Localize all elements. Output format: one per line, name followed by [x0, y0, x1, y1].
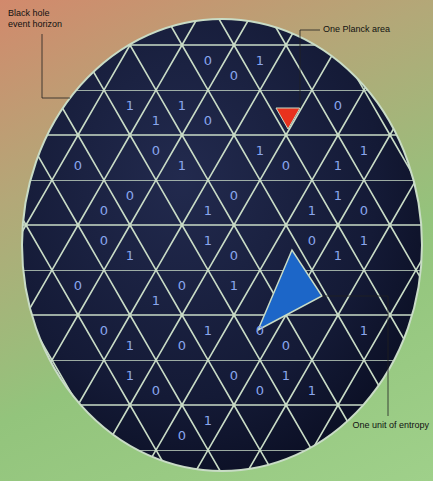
bit-digit: 0	[178, 279, 186, 292]
bit-digit: 1	[360, 234, 368, 247]
bit-digit: 1	[256, 54, 264, 67]
bit-digit: 1	[204, 204, 212, 217]
bit-digit: 1	[126, 339, 134, 352]
bit-digit: 0	[152, 144, 160, 157]
bit-digit: 1	[334, 159, 342, 172]
bit-digit: 0	[230, 249, 238, 262]
bit-digit: 1	[360, 324, 368, 337]
bit-digit: 0	[282, 159, 290, 172]
bit-digit: 1	[282, 369, 290, 382]
bit-digit: 1	[126, 369, 134, 382]
bit-digit: 0	[256, 384, 264, 397]
bit-digit: 0	[100, 204, 108, 217]
bit-digit: 0	[308, 234, 316, 247]
bit-digit: 1	[178, 99, 186, 112]
bit-digit: 1	[126, 99, 134, 112]
bit-digit: 1	[230, 279, 238, 292]
bit-digit: 1	[204, 414, 212, 427]
bit-digit: 1	[126, 249, 134, 262]
bit-digit: 1	[308, 204, 316, 217]
leader-line	[300, 30, 320, 108]
bit-digit: 0	[230, 369, 238, 382]
callout-label: One Planck area	[323, 24, 390, 35]
entropy-triangle	[258, 250, 322, 330]
bit-digit: 1	[204, 324, 212, 337]
bit-digit: 1	[204, 234, 212, 247]
bit-digit: 0	[126, 189, 134, 202]
leader-line	[322, 296, 388, 416]
bit-digit: 0	[204, 114, 212, 127]
bit-digit: 0	[360, 204, 368, 217]
bit-digit: 1	[152, 114, 160, 127]
bit-digit: 1	[360, 144, 368, 157]
bit-digit: 0	[282, 339, 290, 352]
bit-digit: 1	[334, 189, 342, 202]
bit-digit: 0	[178, 429, 186, 442]
bit-digit: 1	[256, 144, 264, 157]
bit-digit: 0	[334, 99, 342, 112]
bit-digit: 0	[74, 159, 82, 172]
bit-digit: 0	[74, 279, 82, 292]
bit-digit: 1	[308, 384, 316, 397]
horizon-outline	[22, 19, 422, 471]
bit-digit: 1	[178, 159, 186, 172]
bit-digit: 0	[204, 54, 212, 67]
bit-digit: 1	[152, 294, 160, 307]
planck-area-triangle	[276, 108, 300, 129]
bit-digit: 0	[152, 384, 160, 397]
bit-digit: 0	[178, 339, 186, 352]
bit-digit: 0	[230, 189, 238, 202]
leader-line	[42, 34, 70, 98]
bit-digit: 0	[256, 324, 264, 337]
bit-digit: 0	[100, 234, 108, 247]
callout-label: Black hole event horizon	[8, 8, 70, 30]
callout-label: One unit of entropy	[352, 420, 429, 431]
bit-digit: 1	[334, 249, 342, 262]
bit-digit: 0	[100, 324, 108, 337]
bit-digit: 0	[230, 69, 238, 82]
